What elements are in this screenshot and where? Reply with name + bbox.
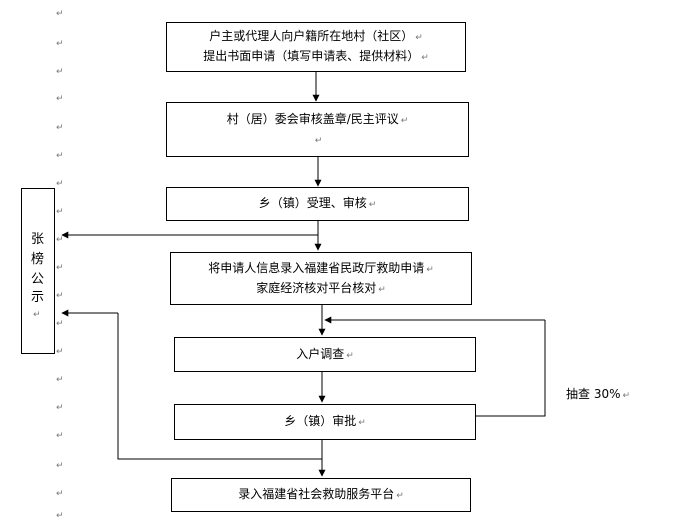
- step-verification-platform-line-2: 家庭经济核对平台核对↵: [256, 280, 386, 295]
- step-verification-platform-line-1: 将申请人信息录入福建省民政厅救助申请↵: [208, 260, 434, 275]
- step-apply: 户主或代理人向户籍所在地村（社区）↵ 提出书面申请（填写申请表、提供材料）↵: [166, 22, 466, 72]
- paragraph-mark: ↵: [56, 263, 64, 273]
- paragraph-mark: ↵: [56, 431, 64, 441]
- step-home-survey: 入户调查↵: [174, 337, 476, 372]
- step-verification-platform: 将申请人信息录入福建省民政厅救助申请↵ 家庭经济核对平台核对↵: [170, 252, 472, 305]
- paragraph-mark: ↵: [56, 375, 64, 385]
- step-service-platform: 录入福建省社会救助服务平台↵: [171, 478, 471, 512]
- step-township-approve: 乡（镇）审批↵: [174, 404, 476, 440]
- step-village-review: 村（居）委会审核盖章/民主评议↵ ↵: [166, 102, 469, 157]
- publicity-box: 张 榜 公 示 ↵: [21, 188, 55, 354]
- paragraph-mark: ↵: [56, 235, 64, 245]
- publicity-char-2: 榜: [31, 252, 45, 267]
- paragraph-mark: ↵: [56, 291, 64, 301]
- line-sampling-loop: [476, 320, 546, 417]
- paragraph-mark: ↵: [56, 39, 64, 49]
- step-township-approve-line-1: 乡（镇）审批↵: [284, 414, 366, 428]
- paragraph-mark: ↵: [56, 9, 64, 19]
- step-apply-line-2: 提出书面申请（填写申请表、提供材料）↵: [203, 49, 429, 63]
- paragraph-mark: ↵: [56, 67, 64, 77]
- paragraph-mark: ↵: [56, 123, 64, 133]
- paragraph-mark: ↵: [56, 461, 64, 471]
- paragraph-mark: ↵: [56, 319, 64, 329]
- step-service-platform-line-1: 录入福建省社会救助服务平台↵: [238, 487, 404, 501]
- paragraph-mark: ↵: [56, 94, 64, 104]
- paragraph-mark: ↵: [56, 347, 64, 357]
- paragraph-mark: ↵: [56, 151, 64, 161]
- step-apply-line-1: 户主或代理人向户籍所在地村（社区）↵: [209, 29, 423, 43]
- sampling-rate-label: 抽查 30%↵: [566, 387, 631, 401]
- paragraph-mark: ↵: [56, 179, 64, 189]
- paragraph-mark: ↵: [56, 489, 64, 499]
- step-township-accept-line-1: 乡（镇）受理、审核↵: [258, 196, 377, 210]
- step-village-review-line-1: 村（居）委会审核盖章/民主评议↵: [226, 111, 409, 126]
- paragraph-mark: ↵: [56, 511, 64, 521]
- paragraph-mark: ↵: [56, 207, 64, 217]
- step-home-survey-line-1: 入户调查↵: [296, 346, 354, 361]
- step-village-review-line-2: ↵: [314, 135, 323, 146]
- publicity-char-3: 公: [31, 272, 45, 287]
- step-township-accept: 乡（镇）受理、审核↵: [166, 187, 469, 221]
- publicity-char-1: 张: [31, 232, 45, 247]
- paragraph-mark: ↵: [56, 403, 64, 413]
- publicity-char-4: 示: [31, 290, 45, 305]
- line-step7-to-publicity: [117, 313, 322, 460]
- publicity-paragraph-mark: ↵: [33, 310, 41, 320]
